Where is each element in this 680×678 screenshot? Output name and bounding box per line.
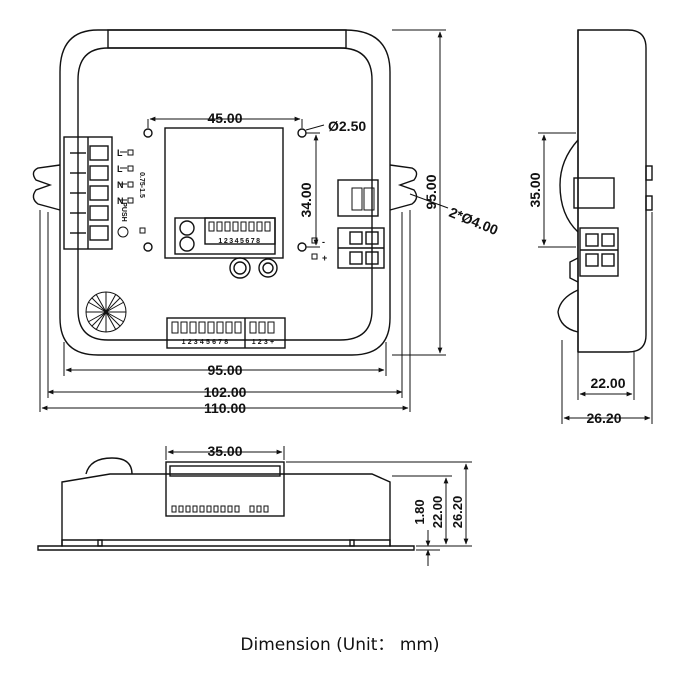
speaker-grille <box>85 291 127 333</box>
front-labels: 45.00 Ø2.50 34.00 95.00 2*Ø4.00 95.00 10… <box>117 110 501 416</box>
dim-26-side: 26.20 <box>586 410 621 426</box>
hole-bottom-right <box>297 242 307 252</box>
terminal-label-l2: L <box>117 164 123 174</box>
dim-22-bottom: 22.00 <box>430 496 445 529</box>
front-dimensions <box>39 29 449 412</box>
front-outer-body <box>59 29 391 356</box>
side-labels: 35.00 22.00 26.20 <box>527 172 626 426</box>
dim-34: 34.00 <box>298 182 314 217</box>
terminal-label-n1: N <box>117 180 124 190</box>
knob-2 <box>258 258 278 278</box>
left-mount-ear <box>32 164 61 211</box>
hole-top-left <box>143 128 153 138</box>
terminal-label-n2: N <box>117 196 124 206</box>
dim-35-bottom: 35.00 <box>207 443 242 459</box>
dip-switch-1 <box>204 217 276 245</box>
dim-95-vertical: 95.00 <box>423 174 439 209</box>
dim-110: 110.00 <box>204 400 246 416</box>
output-plus-label: + <box>322 253 327 263</box>
dim-35-side: 35.00 <box>527 172 543 207</box>
hole-top-right <box>297 128 307 138</box>
bottom-view <box>37 457 415 551</box>
dim-26-bottom: 26.20 <box>450 496 465 529</box>
dim-102: 102.00 <box>204 384 247 400</box>
center-housing <box>164 127 284 259</box>
dim-mount-hole: 2*Ø4.00 <box>447 204 501 238</box>
hole-bottom-left <box>143 242 153 252</box>
bottom-labels: 35.00 1.80 22.00 26.20 <box>207 443 465 528</box>
side-view <box>557 29 653 353</box>
front-inner-body <box>77 47 373 341</box>
caption: Dimension (Unit： mm) <box>240 635 440 655</box>
bottom-dip-switches <box>166 317 286 349</box>
terminal-label-l1: L <box>117 148 123 158</box>
knob-1 <box>229 257 251 279</box>
right-mount-ear <box>389 164 418 211</box>
bottom-dimensions <box>165 446 472 566</box>
dim-1-80: 1.80 <box>412 499 427 524</box>
input-terminal-block <box>63 136 113 250</box>
output-minus-label: - <box>322 237 325 247</box>
terminal-wire-size: 0.75-1.5 <box>138 172 145 198</box>
dim-22-side: 22.00 <box>590 375 625 391</box>
dim-45: 45.00 <box>207 110 242 126</box>
side-dimensions <box>538 132 653 424</box>
dim-hole-dia: Ø2.50 <box>328 118 366 134</box>
push-label: PUSH <box>120 202 127 221</box>
dip1-numbers: 12345678 <box>218 238 261 245</box>
front-view <box>32 29 418 356</box>
dip3-numbers: 123+ <box>252 339 277 346</box>
right-dip-block <box>337 179 379 217</box>
dip2-numbers: 12345678 <box>182 339 231 346</box>
dim-95-horizontal: 95.00 <box>207 362 242 378</box>
